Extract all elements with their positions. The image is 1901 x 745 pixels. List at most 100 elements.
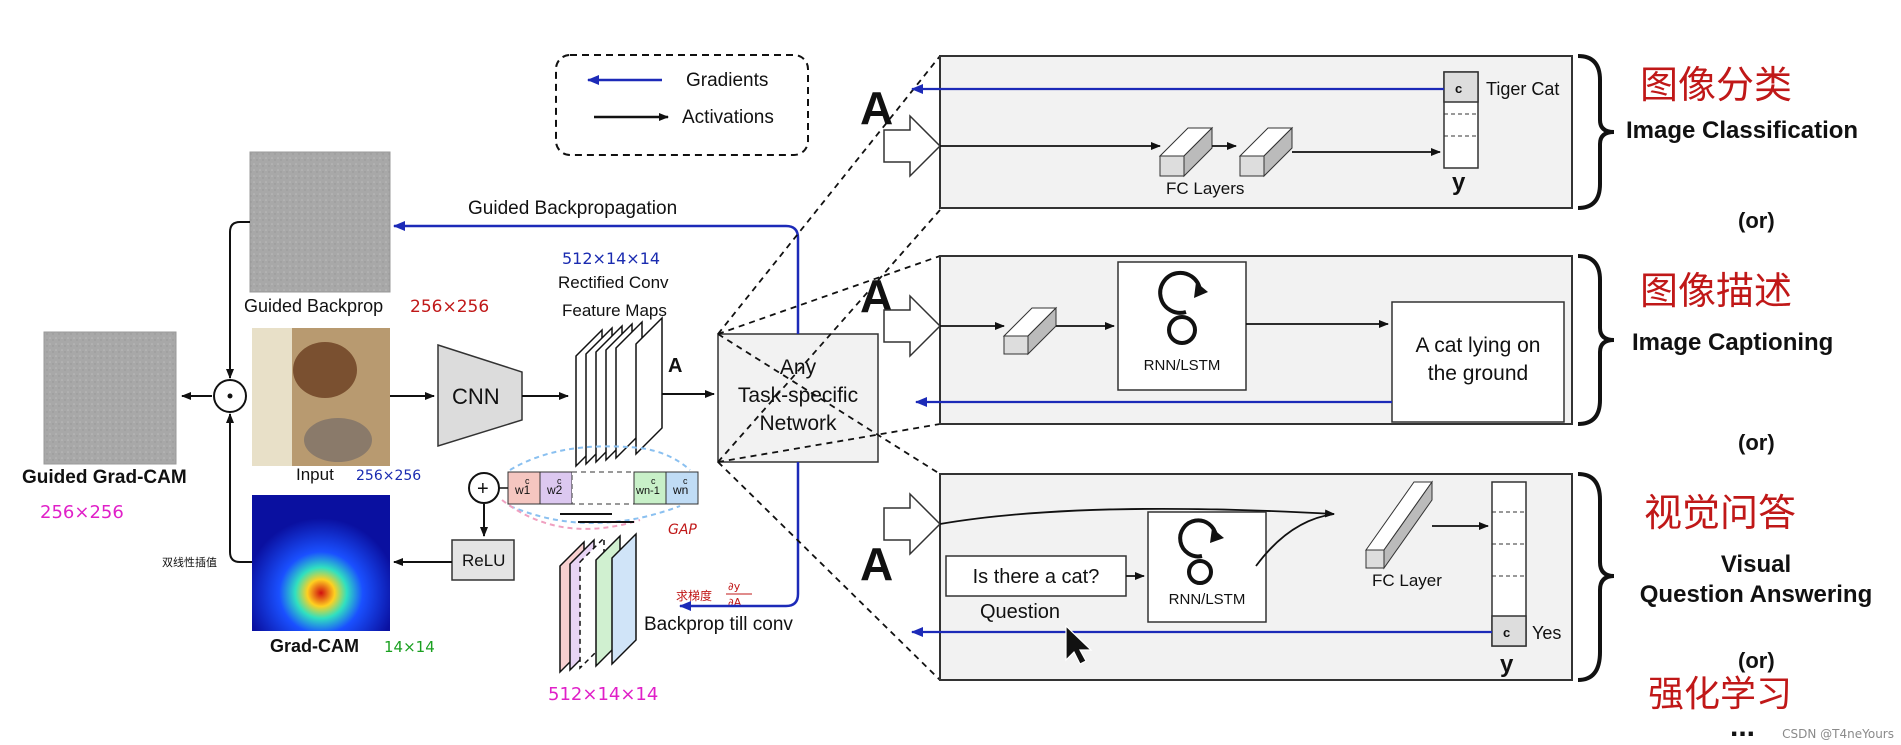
gradient-note: 求梯度: [676, 588, 712, 603]
gradcam-size: 14×14: [384, 638, 435, 656]
mouse-cursor-icon: [1065, 624, 1093, 665]
guided-backprop-label: Guided Backprop: [244, 296, 383, 316]
backprop-till-conv-label: Backprop till conv: [644, 614, 793, 635]
legend-box: [555, 54, 809, 156]
vqa-rnn-label: RNN/LSTM: [1169, 591, 1246, 608]
vqa-zh-label: 视觉问答: [1644, 491, 1796, 535]
dog-head-shape: [293, 342, 357, 398]
vqa-fc-block: [1383, 480, 1433, 570]
guided-backprop-to-multiply-arrow: [226, 221, 250, 379]
weight-sup: c: [683, 476, 688, 486]
gap-curve: [501, 499, 641, 530]
fc-layer-block: [1263, 126, 1293, 178]
cnn-label: CNN: [452, 384, 500, 409]
rnn-loop-icon: [1158, 270, 1202, 315]
weight-cell: [633, 471, 667, 505]
or-label: (or): [1738, 208, 1775, 233]
captioning-title: Image Captioning: [1632, 329, 1833, 356]
rnn-loop-arrowhead-icon: [1194, 282, 1208, 298]
classification-c-label: c: [1455, 81, 1462, 96]
feature-a-label: A: [668, 355, 682, 377]
question-label: Question: [980, 601, 1060, 623]
gradcam-heatmap-image: [252, 495, 390, 631]
classification-title: Image Classification: [1626, 117, 1858, 144]
task-connector: [717, 55, 941, 335]
weight-cell: [507, 471, 541, 505]
classification-a-label: A: [860, 82, 893, 134]
vqa-fc-block: [1365, 549, 1385, 569]
weight-sup: c: [525, 476, 530, 486]
weight-cell: [665, 471, 699, 505]
rnn-loop-arrowhead-icon: [1210, 528, 1224, 543]
left-section: Guided Backprop 256×256 Input 256×256 Gu…: [22, 151, 569, 656]
vqa-title-line1: Visual: [1721, 551, 1791, 578]
embed-layer-block: [1003, 335, 1029, 355]
captioning-rnn-label: RNN/LSTM: [1144, 357, 1221, 374]
feature-maps-label: Feature Maps: [562, 301, 667, 320]
vqa-fc-label: FC Layer: [1372, 571, 1442, 590]
feature-maps-section: 512×14×14 Rectified Conv Feature Maps A …: [393, 55, 941, 705]
cnn-block: [437, 343, 523, 448]
vqa-a-label: A: [860, 538, 893, 590]
vqa-answer-cell: [1491, 615, 1527, 647]
image-to-fc-arrow: [939, 507, 1335, 525]
legend: Gradients Activations: [555, 54, 809, 156]
rnn-loop-icon: [1178, 518, 1218, 559]
vqa-y-label: y: [1500, 651, 1514, 678]
task-connector: [717, 209, 941, 463]
input-window-light: [252, 328, 292, 466]
weight-sup: c: [651, 476, 656, 486]
guided-backprop-image: [249, 151, 391, 293]
task-connector: [717, 461, 941, 681]
caption-output-box: [1391, 301, 1565, 423]
fc-layer-block: [1183, 126, 1213, 178]
rectified-conv-label: Rectified Conv: [558, 273, 669, 292]
weight-vector: w1 w2 wn-1 wn c c c c GAP: [499, 445, 699, 538]
classification-input-arrow-icon: [883, 114, 942, 178]
weight-ellipsis-cell: [571, 471, 635, 505]
gradient-formula-num: ∂y: [728, 580, 741, 593]
rnn-to-fc-line: [1255, 513, 1335, 567]
answer-label: Yes: [1532, 623, 1561, 643]
watermark: CSDN @T4neYours: [1782, 727, 1894, 741]
captioning-panel: A RNN/LSTM A cat lying on the ground 图像描…: [860, 254, 1833, 455]
question-input-box: [945, 555, 1127, 597]
weight-label: wn: [672, 483, 688, 497]
classification-y-label: y: [1452, 169, 1466, 196]
cat-shape: [304, 418, 372, 462]
guided-gradcam-size: 256×256: [40, 502, 124, 523]
captioning-zh-label: 图像描述: [1640, 269, 1792, 313]
weight-label: w1: [514, 483, 531, 497]
backprop-till-conv-arrow: [679, 462, 800, 611]
classification-class-cell: [1443, 71, 1479, 103]
rl-zh-label: 强化学习: [1648, 674, 1792, 715]
gap-label: GAP: [668, 522, 697, 538]
vqa-title-line2: Question Answering: [1640, 581, 1872, 608]
classification-zh-label: 图像分类: [1640, 63, 1792, 107]
weight-label: w2: [546, 483, 563, 497]
vqa-c-label: c: [1503, 625, 1510, 640]
relu-label: ReLU: [462, 551, 505, 570]
gradcam-to-multiply-arrow: [226, 413, 252, 563]
gradient-maps-size: 512×14×14: [548, 684, 658, 705]
fc-layer-block: [1159, 155, 1185, 177]
captioning-input-arrow-icon: [883, 294, 942, 358]
input-size: 256×256: [356, 468, 421, 484]
rnn-node-icon: [1187, 559, 1213, 585]
vqa-brace: [1577, 472, 1615, 682]
feature-maps-size: 512×14×14: [562, 249, 660, 268]
guided-backprop-path-label: Guided Backpropagation: [468, 198, 677, 219]
weight-sup: c: [557, 476, 562, 486]
gradient-map-slice: [611, 532, 637, 666]
or-label: (or): [1738, 430, 1775, 455]
feature-map-stack: [575, 316, 663, 468]
feature-map-slice: [635, 316, 663, 456]
vqa-panel: A Is there a cat? Question RNN/LSTM FC L…: [860, 472, 1872, 743]
ellipsis-label: ...: [1730, 710, 1755, 743]
input-label: Input: [296, 465, 334, 484]
gradcam-label: Grad-CAM: [270, 636, 359, 656]
caption-line2: the ground: [1428, 362, 1528, 385]
captioning-brace: [1577, 254, 1615, 426]
guided-backprop-size: 256×256: [410, 297, 489, 317]
